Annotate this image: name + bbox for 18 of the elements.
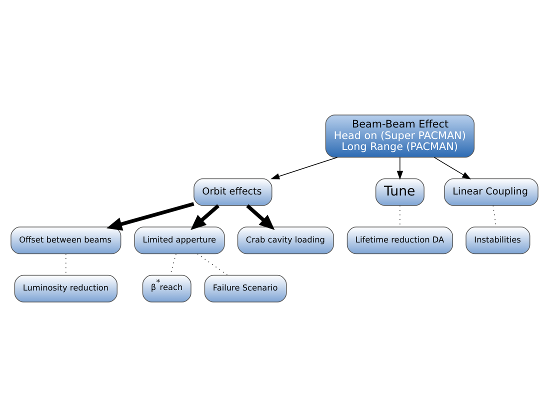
node-box: Beam-Beam Effect Head on (Super PACMAN) Long Range (PACMAN) [325,114,475,158]
connector [197,254,228,276]
arrow [190,204,220,230]
node-box: Orbit effects [194,178,272,206]
node-box: Lifetime reduction DA [346,226,454,254]
node-box: Tune [375,178,424,206]
arrow [396,157,404,180]
node-box: Luminosity reduction [14,274,118,302]
node-box: Offset between beams [10,226,122,254]
arrow [270,156,338,180]
node-box: Linear Coupling [444,178,538,206]
node-box: Limited apperture [134,226,225,254]
node-box: Crab cavity loading [237,226,334,254]
arrow [246,204,275,230]
node-box: Instabilities [466,226,530,254]
arrow [434,156,472,180]
node-box: Failure Scenario [204,274,287,302]
arrow [106,202,194,231]
